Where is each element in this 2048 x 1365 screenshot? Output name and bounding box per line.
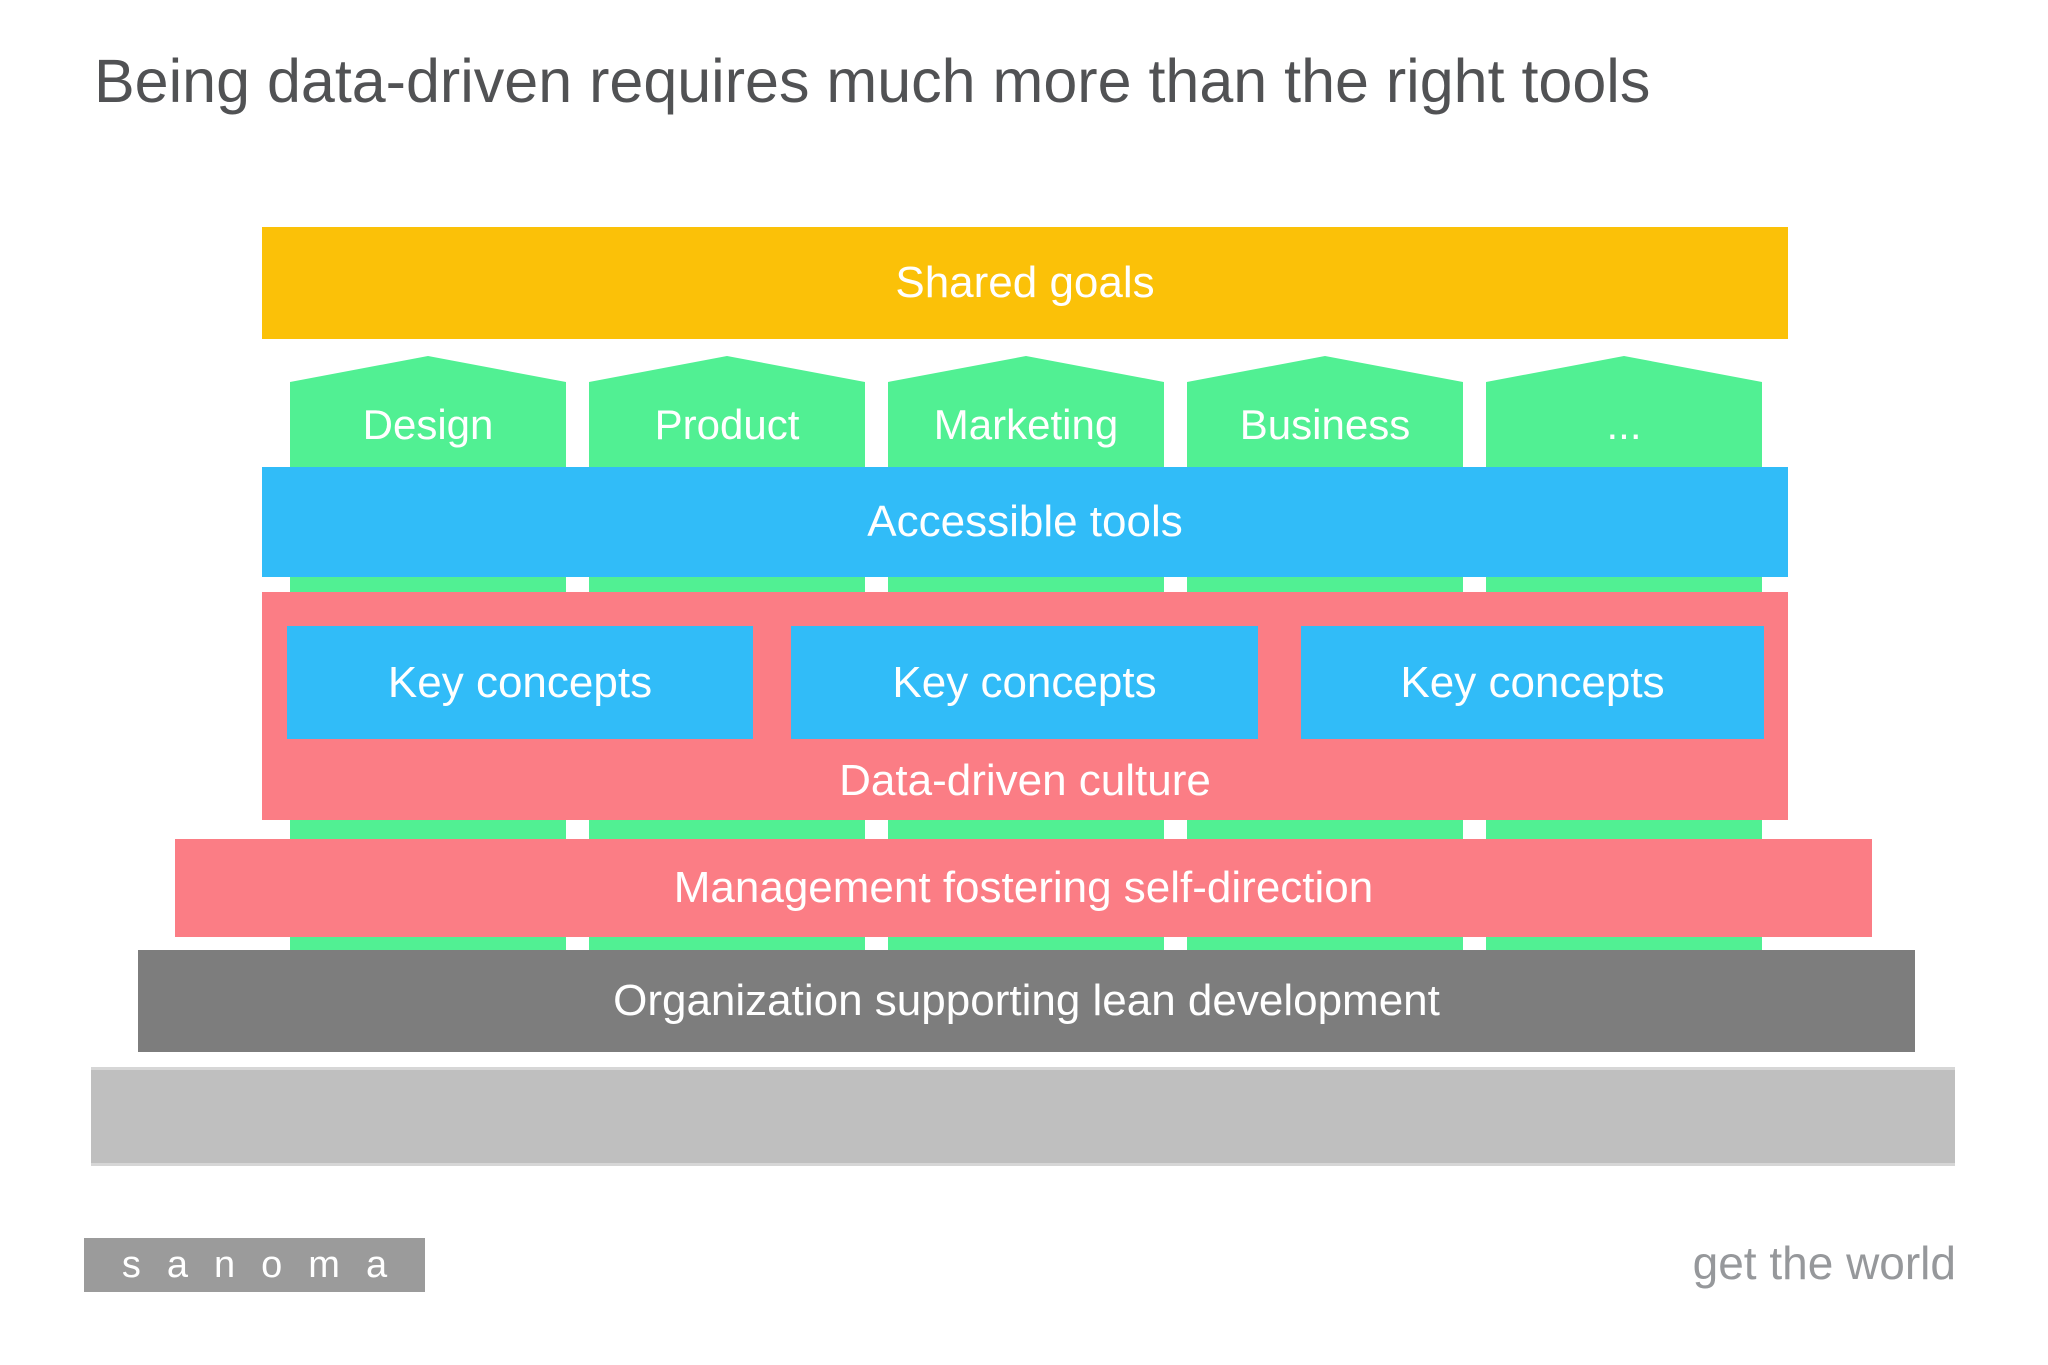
pillar-product-label: Product [654,400,800,448]
management-label: Management fostering self-direction [673,863,1374,912]
footer-tagline: get the world [1692,1237,1956,1289]
pillar-ellipsis-label: ... [1606,400,1642,448]
key-concepts-box-2: Key concepts [791,626,1258,739]
management-bar: Management fostering self-direction [175,839,1872,937]
page-title: Being data-driven requires much more tha… [94,47,1651,115]
shared-goals-bar: Shared goals [262,227,1788,339]
key-concepts-label-1: Key concepts [387,657,653,707]
organization-bar: Organization supporting lean development [138,950,1915,1052]
key-concepts-label-3: Key concepts [1400,657,1665,707]
foundation-bar [91,1067,1955,1166]
data-driven-culture-block: Key concepts Key concepts Key concepts D… [262,592,1788,820]
key-concepts-box-3: Key concepts [1301,626,1764,739]
pillar-business-label: Business [1239,400,1411,448]
accessible-tools-bar: Accessible tools [262,467,1788,577]
sanoma-logo-text: sanoma [121,1244,414,1286]
key-concepts-box-1: Key concepts [287,626,753,739]
organization-label: Organization supporting lean development [613,976,1440,1025]
shared-goals-label: Shared goals [895,258,1155,307]
pillar-marketing-label: Marketing [933,400,1119,448]
key-concepts-label-2: Key concepts [892,657,1157,707]
pillar-design-label: Design [362,400,494,448]
accessible-tools-label: Accessible tools [867,497,1183,546]
data-driven-culture-label: Data-driven culture [839,756,1211,805]
sanoma-logo: sanoma [84,1238,425,1292]
